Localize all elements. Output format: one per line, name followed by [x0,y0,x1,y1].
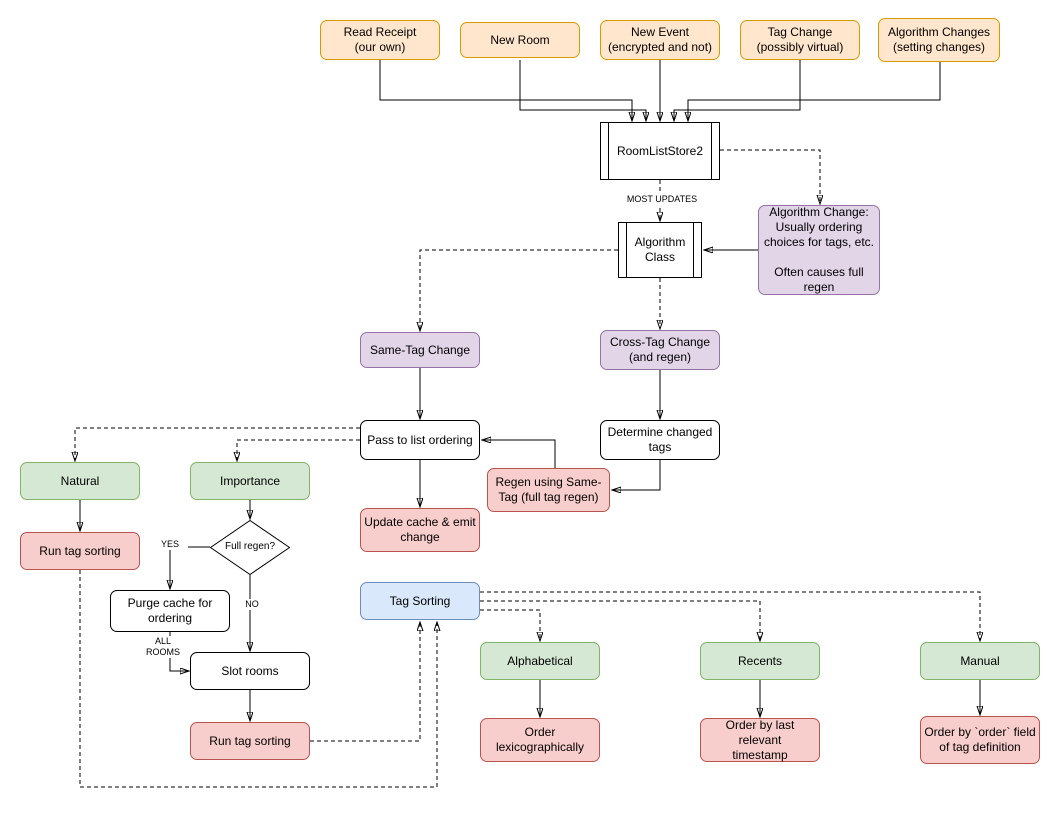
node-pass-to-list-ordering: Pass to list ordering [360,420,480,460]
edge-tag-sorting-to-recents [480,600,760,641]
edge-label-yes: YES [152,539,188,550]
edge-tag-sorting-to-alphabetical [480,609,540,641]
edge-algorithm-changes-to-store [688,60,941,121]
node-algorithm-class: Algorithm Class [618,222,702,278]
node-manual: Manual [920,642,1040,680]
node-new-event: New Event (encrypted and not) [600,20,720,60]
node-slot-rooms: Slot rooms [190,652,310,690]
edge-label-most-updates: MOST UPDATES [615,194,709,205]
node-importance: Importance [190,462,310,500]
edge-pass-to-natural [75,427,360,461]
edge-full-regen-yes-to-purge [170,546,210,589]
edge-new-room-to-store [519,60,646,121]
node-read-receipt: Read Receipt (our own) [320,20,440,60]
edge-store-to-note [720,149,820,204]
edge-run-left-to-tag-sorting [79,570,437,788]
node-new-room: New Room [460,22,580,58]
edge-run-bottom-to-tag-sorting [310,622,420,742]
node-tag-change: Tag Change (possibly virtual) [740,20,860,60]
node-algorithm-changes: Algorithm Changes (setting changes) [878,18,1000,62]
decision-diamond-shape [210,520,290,575]
node-purge-cache: Purge cache for ordering [110,590,230,632]
edge-tag-sorting-to-manual [480,591,980,641]
node-order-by-timestamp: Order by last relevant timestamp [700,718,820,762]
edge-regen-to-pass [482,440,556,468]
node-room-list-store2: RoomListStore2 [600,122,720,180]
edge-pass-to-importance [237,439,360,461]
node-run-tag-sorting-bottom: Run tag sorting [190,722,310,760]
node-recents: Recents [700,642,820,680]
edge-tag-change-to-store [674,60,801,121]
node-update-cache: Update cache & emit change [360,508,480,552]
edge-read-receipt-to-store [379,60,632,121]
node-alphabetical: Alphabetical [480,642,600,680]
node-algorithm-change-note: Algorithm Change: Usually ordering choic… [758,205,880,295]
edge-algorithm-class-to-same-tag [420,249,618,331]
edge-determine-to-regen [612,460,661,490]
node-order-by-order-field: Order by `order` field of tag definition [920,716,1040,764]
node-full-regen-decision: Full regen? [210,520,290,575]
edge-label-no: NO [238,599,266,610]
node-order-lexicographically: Order lexicographically [480,718,600,762]
node-determine-changed-tags: Determine changed tags [600,420,720,460]
node-cross-tag-change: Cross-Tag Change (and regen) [600,330,720,370]
node-regen-same-tag: Regen using Same- Tag (full tag regen) [487,468,610,512]
node-full-regen-label: Full regen? [224,541,276,553]
node-natural: Natural [20,462,140,500]
node-run-tag-sorting-left: Run tag sorting [20,532,140,570]
edge-label-all-rooms: ALL ROOMS [138,636,188,658]
node-same-tag-change: Same-Tag Change [360,332,480,368]
node-tag-sorting: Tag Sorting [360,582,480,620]
